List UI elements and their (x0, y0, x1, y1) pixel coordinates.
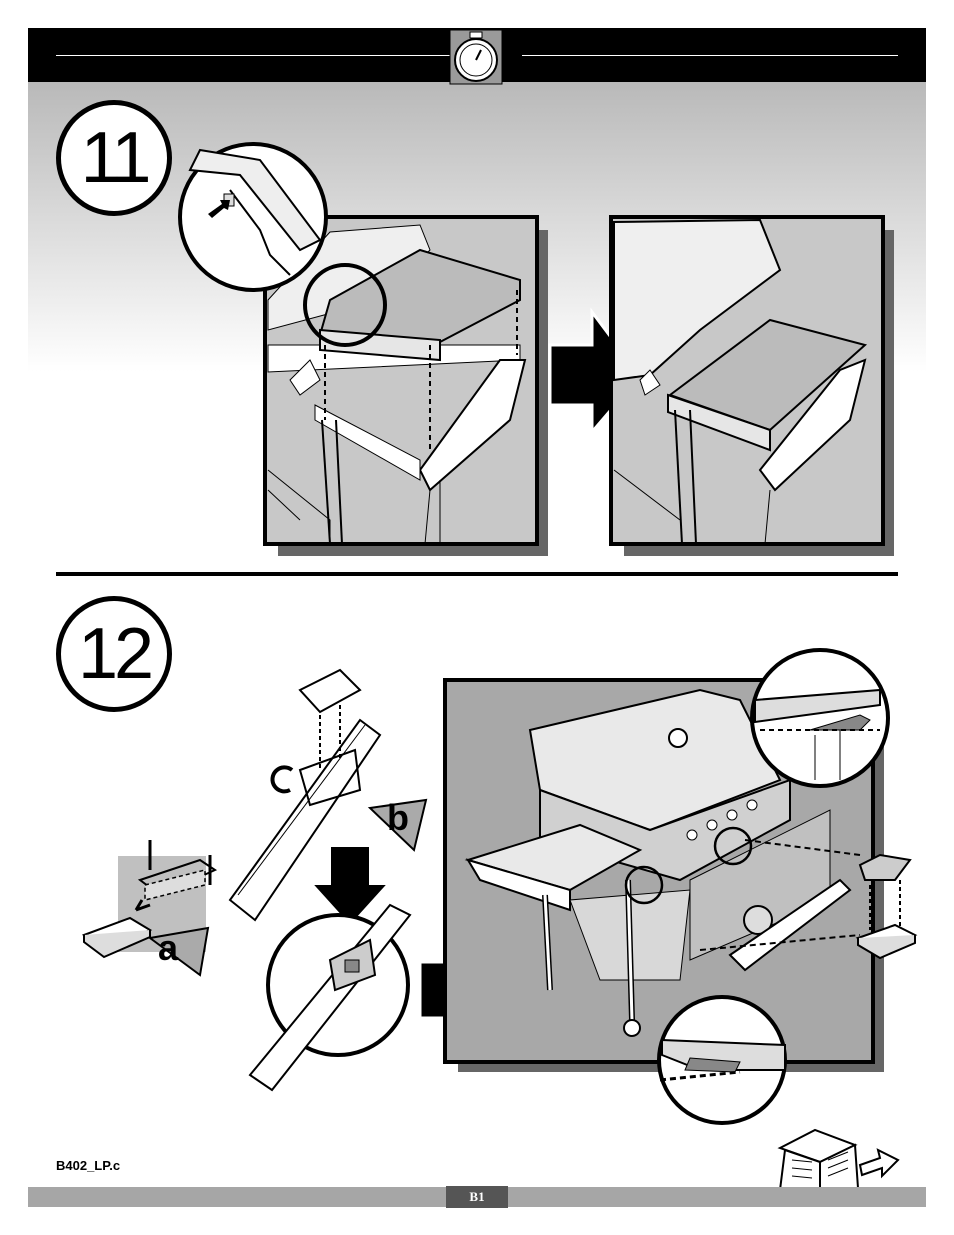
step-12-number: 12 (56, 596, 172, 712)
step-12-detail-zoom-bottom (659, 997, 785, 1123)
page-number: B1 (446, 1186, 508, 1208)
step-11-detail-zoom (180, 144, 326, 290)
step-11-number: 11 (56, 100, 172, 216)
step-12-part-b: b (230, 670, 426, 920)
callout-a-label: a (158, 927, 179, 968)
stopwatch-icon (450, 30, 502, 84)
document-filename: B402_LP.c (56, 1158, 120, 1173)
callout-b-label: b (387, 797, 409, 838)
step-12-part-a: a (84, 840, 215, 975)
manual-next-page-icon (780, 1130, 898, 1193)
step-11-panel-after (611, 217, 894, 556)
step-12-detail-zoom-top (752, 650, 888, 786)
step-divider (56, 572, 898, 576)
step-12-detail-zoom-b (250, 905, 410, 1090)
step-12-down-arrow-icon (312, 846, 388, 926)
